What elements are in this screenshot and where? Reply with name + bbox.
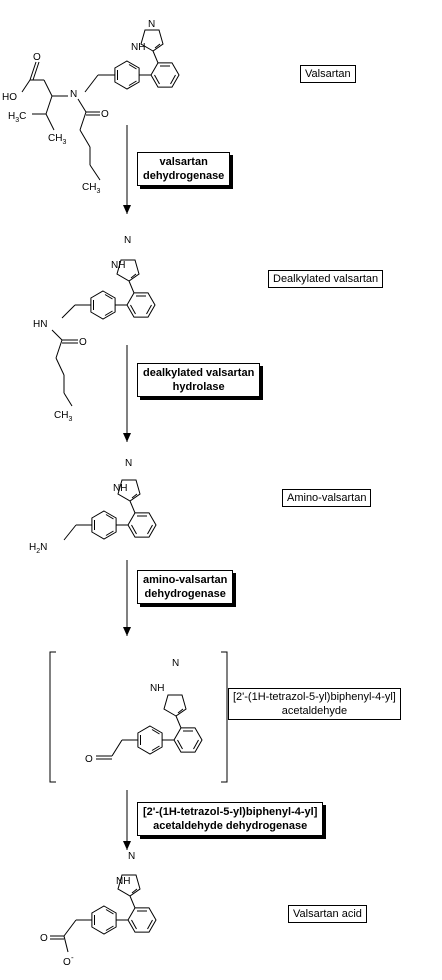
svg-text:-: -: [71, 953, 74, 962]
enzyme-name-line-1: [2'-(1H-tetrazol-5-yl)biphenyl-4-yl]: [143, 806, 318, 818]
svg-text:CH3: CH3: [82, 182, 100, 195]
svg-text:NH: NH: [116, 876, 130, 887]
svg-text:H2N: H2N: [29, 542, 47, 555]
compound-label-amino-valsartan: Amino-valsartan: [282, 489, 372, 507]
svg-text:H3C: H3C: [8, 111, 26, 124]
compound-name: Valsartan: [305, 68, 351, 80]
compound-label-valsartan-acid: Valsartan acid: [288, 905, 367, 923]
structure-amino-valsartan: NH N H2N: [29, 458, 157, 555]
atom-nh: NH: [131, 42, 145, 53]
svg-text:N: N: [128, 851, 135, 862]
svg-text:O: O: [40, 933, 48, 944]
structure-aldehyde-intermediate: NH N O: [49, 651, 228, 783]
enzyme-name-line-2: hydrolase: [172, 381, 225, 393]
atom-n: N: [148, 19, 155, 30]
enzyme-name-line-1: valsartan: [159, 156, 208, 168]
svg-text:NH: NH: [113, 483, 127, 494]
enzyme-label-dealkylated-valsartan-hydrolase: dealkylated valsartan hydrolase: [137, 363, 261, 397]
structure-valsartan: NH N N O CH3 HO O H3C CH3: [2, 19, 180, 195]
compound-name-line-1: [2'-(1H-tetrazol-5-yl)biphenyl-4-yl]: [233, 691, 396, 703]
svg-text:HN: HN: [33, 319, 47, 330]
enzyme-label-amino-valsartan-dehydrogenase: amino-valsartan dehydrogenase: [137, 570, 234, 604]
compound-label-aldehyde: [2'-(1H-tetrazol-5-yl)biphenyl-4-yl] ace…: [228, 688, 401, 720]
enzyme-name-line-1: dealkylated valsartan: [143, 367, 255, 379]
compound-label-valsartan: Valsartan: [300, 65, 356, 83]
svg-text:N: N: [124, 235, 131, 246]
enzyme-label-valsartan-dehydrogenase: valsartan dehydrogenase: [137, 152, 231, 186]
atom-amide-n: N: [70, 89, 77, 100]
svg-text:O: O: [79, 337, 87, 348]
svg-text:HO: HO: [2, 92, 17, 103]
structure-dealkylated-valsartan: NH N HN O CH3: [33, 235, 156, 423]
svg-text:NH: NH: [150, 683, 164, 694]
compound-name: Dealkylated valsartan: [273, 273, 379, 285]
svg-text:N: N: [125, 458, 132, 469]
svg-text:O: O: [33, 52, 41, 63]
svg-text:O: O: [101, 109, 109, 120]
compound-name-line-2: acetaldehyde: [281, 705, 348, 717]
enzyme-name-line-2: acetaldehyde dehydrogenase: [153, 820, 308, 832]
svg-text:N: N: [172, 658, 179, 669]
compound-label-dealkylated-valsartan: Dealkylated valsartan: [268, 270, 384, 288]
compound-name: Amino-valsartan: [287, 492, 367, 504]
enzyme-label-aldehyde-dehydrogenase: [2'-(1H-tetrazol-5-yl)biphenyl-4-yl] ace…: [137, 802, 324, 836]
compound-name: Valsartan acid: [293, 908, 362, 920]
svg-text:O: O: [63, 957, 71, 968]
enzyme-name-line-1: amino-valsartan: [143, 574, 228, 586]
svg-text:CH3: CH3: [48, 133, 66, 146]
svg-text:CH3: CH3: [54, 410, 72, 423]
svg-text:NH: NH: [111, 260, 125, 271]
enzyme-name-line-2: dehydrogenase: [144, 588, 226, 600]
structure-valsartan-acid: NH N O O -: [40, 851, 157, 968]
svg-text:O: O: [85, 754, 93, 765]
enzyme-name-line-2: dehydrogenase: [143, 170, 225, 182]
